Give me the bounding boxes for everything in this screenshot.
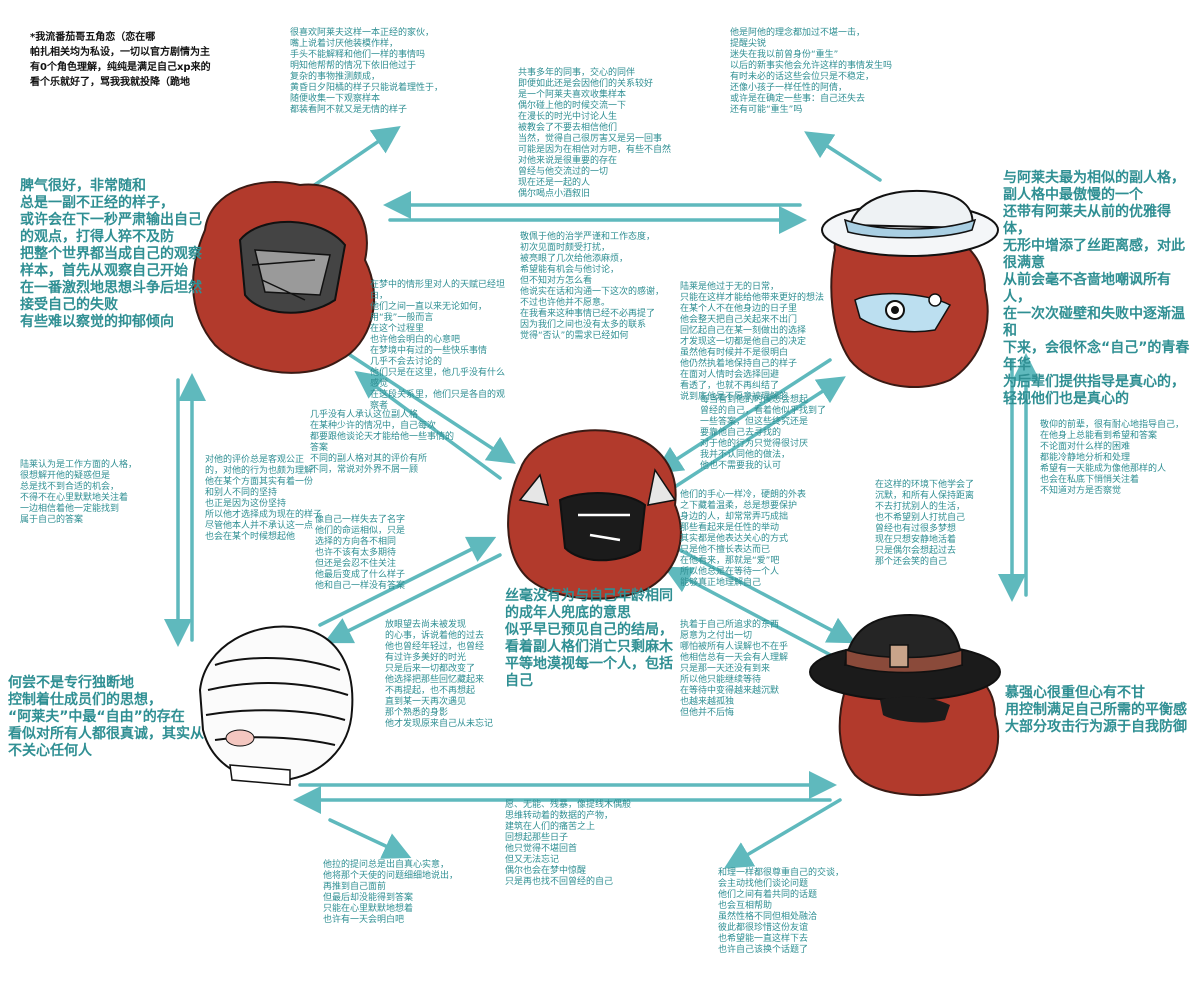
note-text: 几乎没有人承认这位副人格 在某种少许的情况中，自己每次 都要跟他谈论天才能给他一… [310,410,455,475]
note-bottom-center: 愿、无能、残暴，像提线木偶般 思维转动着的数据的产物， 建筑在人们的痛苦之上 回… [505,800,675,888]
traits-top-left-text: 脾气很好，非常随和 总是一副不正经的样子， 或许会在下一秒严肃输出自己 的观点，… [20,178,202,330]
note-text: 很喜欢阿莱夫这样一本正经的家伙， 嘴上说着讨厌他装模作样， 手头不能解释和他们一… [290,28,444,115]
note-bottom-center-right: 执着于自己所追求的东西 愿意为之付出一切 哪怕被所有人误解也不在乎 他相信总有一… [680,620,800,719]
note-center-left-upper: 在梦中的情形里对人的天赋已经坦白， 他们之间一直以来无论如何， 用“我”一般而言… [370,280,510,412]
disclaimer-text: *我流番茄哥五角恋（恋在哪 帕扎相关均为私设，一切以官方剧情为主 有0个角色理解… [30,32,211,88]
traits-top-right-text: 与阿莱夫最为相似的副人格， 副人格中最傲慢的一个 还带有阿莱夫从前的优雅得体， … [1003,170,1190,407]
arrow-center-to-bottom-left [323,553,502,644]
note-right-vertical: 敬仰的前辈，很有耐心地指导自己， 在他身上总能看到希望和答案 不论面对什么样的困… [1040,420,1195,497]
note-center-upper: 敬佩于他的治学严谨和工作态度， 初次见面时颇受打扰， 被亮眼了几次给他添麻烦， … [520,232,685,342]
traits-bottom-left: 何尝不是专行独断地 控制着仕成员们的思想， “阿莱夫”中最“自由”的存在 看似对… [8,675,208,760]
arrow-center-to-top-left [354,370,502,480]
note-bottom-center-left: 放眼望去尚未被发现 的心事，诉说着他的过去 他也曾经年轻过，也曾经 有过许多美好… [385,620,500,730]
note-center-right-lower: 他们的手心一样冷，硬朗的外表 之下藏着温柔，总是想要保护 身边的人，却常常弄巧成… [680,490,830,589]
arrow-pointer-top-right [804,131,882,182]
note-center-left-mid: 几乎没有人承认这位副人格 在某种少许的情况中，自己每次 都要跟他谈论天才能给他一… [310,410,460,476]
portrait-top-right [821,189,999,388]
note-text: 在梦中的情形里对人的天赋已经坦白， 他们之间一直以来无论如何， 用“我”一般而言… [370,280,506,411]
note-text: 执着于自己所追求的东西 愿意为之付出一切 哪怕被所有人误解也不在乎 他相信总有一… [680,620,789,718]
note-text: 对他的评价总是客观公正 的，对他的行为也颇为理解 他在某个方面其实有着一份 和别… [205,455,323,542]
note-text: 他拉的提问总是出自真心实意， 他将那个天使的问题细细地说出， 再推到自己面前 但… [323,860,459,925]
note-center-right-mid: 每当看到他的时候总会想起 曾经的自己，看着他似乎找到了 一些答案，但这些终究还是… [700,395,850,472]
note-left-inner: 对他的评价总是客观公正 的，对他的行为也颇为理解 他在某个方面其实有着一份 和别… [205,455,345,543]
note-text: 每当看到他的时候总会想起 曾经的自己，看着他似乎找到了 一些答案，但这些终究还是… [700,395,827,471]
note-right-inner: 在这样的环境下他学会了 沉默，和所有人保持距离 不去打扰别人的生活， 也不希望别… [875,480,1015,568]
portrait-top-left [192,181,376,374]
note-text: 像自己一样失去了名字 他们的命运相似，只是 选择的方向各不相同 也许不该有太多期… [315,515,406,591]
note-center-left-lower: 像自己一样失去了名字 他们的命运相似，只是 选择的方向各不相同 也许不该有太多期… [315,515,465,592]
traits-center-text: 丝毫没有为与自己年龄相同 的成年人兜底的意思 似乎早已预见自己的结局， 看着副人… [505,588,673,689]
note-text: 和理一样都很尊重自己的交谈， 会主动找他们谈论问题 他们之间有着共同的话题 也会… [718,868,845,955]
arrow-bottom-right-to-center [663,566,842,662]
arrow-pointer-bottom-right [723,798,842,869]
note-text: 他们的手心一样冷，硬朗的外表 之下藏着温柔，总是想要保护 身边的人，却常常弄巧成… [680,490,807,588]
note-bottom-right: 和理一样都很尊重自己的交谈， 会主动找他们谈论问题 他们之间有着共同的话题 也会… [718,868,878,956]
note-left-vertical: 陆莱认为是工作方面的人格， 很想解开他的疑惑但是 总是找不到合适的机会， 不得不… [20,460,168,526]
traits-bottom-left-text: 何尝不是专行独断地 控制着仕成员们的思想， “阿莱夫”中最“自由”的存在 看似对… [8,675,204,759]
note-text: 敬佩于他的治学严谨和工作态度， 初次见面时颇受打扰， 被亮眼了几次给他添麻烦， … [520,232,665,341]
note-center-right-upper: 陆莱是他过于无的日常， 只能在这样才能给他带来更好的想法 在某个人不在他身边的日… [680,282,830,403]
note-text: 陆莱认为是工作方面的人格， 很想解开他的疑惑但是 总是找不到合适的机会， 不得不… [20,460,138,525]
portrait-bottom-left [198,625,354,786]
note-top-center: 共事多年的同事，交心的同伴 即便如此还是会因他们的关系较好 是一个阿莱夫喜欢收集… [518,68,683,200]
note-text: 共事多年的同事，交心的同伴 即便如此还是会因他们的关系较好 是一个阿莱夫喜欢收集… [518,68,672,199]
traits-center: 丝毫没有为与自己年龄相同 的成年人兜底的意思 似乎早已预见自己的结局， 看着副人… [505,588,705,690]
note-text: 他是阿他的理念都加过不堪一击， 提醒尖锐 迷失在我以前曾身份“重生” 以后的新事… [730,28,893,115]
note-text: 敬仰的前辈，很有耐心地指导自己， 在他身上总能看到希望和答案 不论面对什么样的困… [1040,420,1185,496]
note-top-right: 他是阿他的理念都加过不堪一击， 提醒尖锐 迷失在我以前曾身份“重生” 以后的新事… [730,28,895,116]
note-bottom-left: 他拉的提问总是出自真心实意， 他将那个天使的问题细细地说出， 再推到自己面前 但… [323,860,468,926]
note-text: 在这样的环境下他学会了 沉默，和所有人保持距离 不去打扰别人的生活， 也不希望别… [875,480,975,567]
note-top-left: 很喜欢阿莱夫这样一本正经的家伙， 嘴上说着讨厌他装模作样， 手头不能解释和他们一… [290,28,450,116]
portrait-bottom-right [809,613,1001,796]
arrow-bottom-left-to-center [318,536,497,627]
portrait-center [507,429,682,600]
traits-bottom-right-text: 慕强心很重但心有不甘 用控制满足自己所需的平衡感 大部分攻击行为源于自我防御 [1005,685,1187,735]
note-text: 陆莱是他过于无的日常， 只能在这样才能给他带来更好的想法 在某个人不在他身边的日… [680,282,825,402]
arrow-top-right-to-center [654,358,832,474]
arrow-center-to-top-right [668,376,846,492]
note-text: 放眼望去尚未被发现 的心事，诉说着他的过去 他也曾经年轻过，也曾经 有过许多美好… [385,620,494,729]
note-text: 愿、无能、残暴，像提线木偶般 思维转动着的数据的产物， 建筑在人们的痛苦之上 回… [505,800,632,887]
arrow-pointer-bottom-left [328,818,412,859]
traits-top-left: 脾气很好，非常随和 总是一副不正经的样子， 或许会在下一秒严肃输出自己 的观点，… [20,178,225,331]
traits-bottom-right: 慕强心很重但心有不甘 用控制满足自己所需的平衡感 大部分攻击行为源于自我防御 [1005,685,1200,736]
traits-top-right: 与阿莱夫最为相似的副人格， 副人格中最傲慢的一个 还带有阿莱夫从前的优雅得体， … [1003,170,1198,408]
arrow-center-to-bottom-right [678,548,857,644]
